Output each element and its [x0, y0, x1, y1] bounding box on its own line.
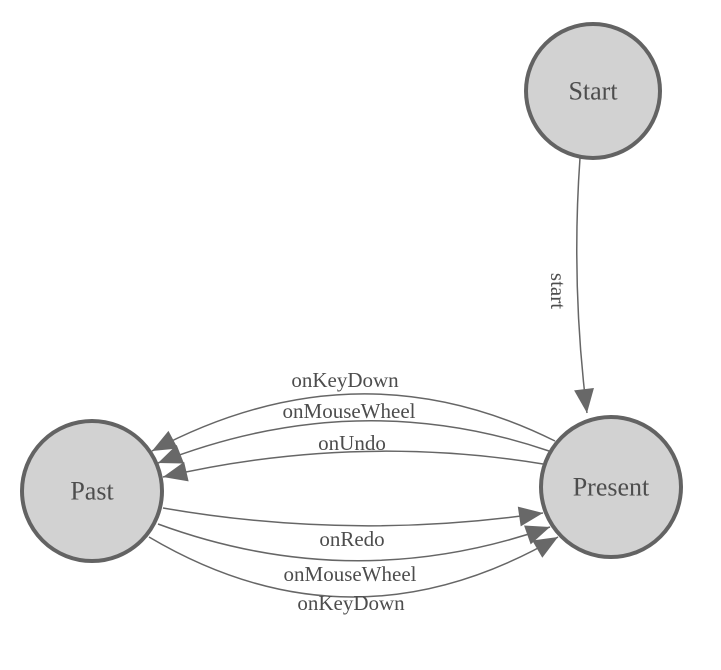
- edge-past-to-present-onredo[interactable]: [162, 506, 544, 527]
- edge-present-to-past-onmousewheel[interactable]: [157, 420, 550, 464]
- edge-label-onkeydown-top: onKeyDown: [291, 368, 399, 392]
- edge-label-onundo: onUndo: [318, 431, 386, 455]
- node-label-start: Start: [568, 77, 618, 106]
- node-circle-start[interactable]: [524, 22, 662, 160]
- edge-start-to-present[interactable]: [574, 157, 594, 414]
- edge-present-to-past-onkeydown[interactable]: [151, 393, 556, 452]
- edge-past-to-present-onkeydown[interactable]: [148, 536, 559, 598]
- node-circle-present[interactable]: [539, 415, 683, 559]
- node-circle-past[interactable]: [20, 419, 164, 563]
- node-start[interactable]: Start: [524, 22, 662, 160]
- node-past[interactable]: Past: [20, 419, 164, 563]
- edge-label-onmousewheel-top: onMouseWheel: [283, 399, 416, 423]
- edge-label-onkeydown-bottom: onKeyDown: [297, 591, 405, 615]
- nodes-layer: Start Present Past: [20, 22, 683, 563]
- edge-past-to-present-onmousewheel[interactable]: [157, 523, 551, 562]
- edge-label-start: start: [546, 273, 570, 309]
- node-present[interactable]: Present: [539, 415, 683, 559]
- edge-label-onmousewheel-bottom: onMouseWheel: [284, 562, 417, 586]
- node-label-present: Present: [573, 473, 650, 502]
- edge-present-to-past-onundo[interactable]: [162, 450, 544, 482]
- edge-labels-layer: start onKeyDown onMouseWheel onUndo onRe…: [283, 273, 570, 615]
- edge-label-onredo: onRedo: [319, 527, 384, 551]
- node-label-past: Past: [70, 477, 114, 506]
- edges-layer: [148, 157, 594, 598]
